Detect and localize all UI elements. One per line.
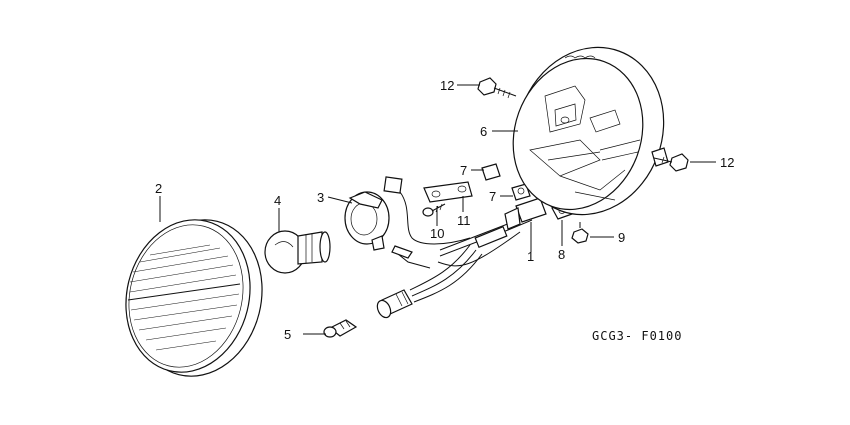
lens-pattern bbox=[127, 244, 241, 351]
headlight-case[interactable] bbox=[492, 27, 686, 236]
callout-4: 4 bbox=[274, 193, 281, 208]
callout-6: 6 bbox=[480, 124, 487, 139]
socket-wire bbox=[383, 176, 471, 269]
headlight-lens-unit[interactable] bbox=[110, 206, 278, 390]
callout-7-upper: 7 bbox=[460, 163, 467, 178]
clip-lower[interactable] bbox=[511, 183, 531, 201]
bulb-socket[interactable] bbox=[344, 191, 390, 251]
callout-11: 11 bbox=[457, 213, 471, 228]
screw[interactable] bbox=[422, 203, 446, 217]
mounting-bracket[interactable] bbox=[423, 181, 473, 203]
callout-12-upper: 12 bbox=[440, 78, 454, 93]
bolt-upper[interactable] bbox=[477, 77, 517, 99]
clip-upper[interactable] bbox=[481, 163, 501, 181]
diagram-code: GCG3- F0100 bbox=[592, 329, 682, 343]
callout-9: 9 bbox=[618, 230, 625, 245]
wire-harness[interactable] bbox=[375, 197, 547, 320]
position-lamp-bulb[interactable] bbox=[323, 319, 358, 338]
nut[interactable] bbox=[571, 222, 589, 244]
callout-2: 2 bbox=[155, 181, 162, 196]
callout-12-right: 12 bbox=[720, 155, 734, 170]
headlight-bulb[interactable] bbox=[264, 230, 331, 274]
bolt-right[interactable] bbox=[653, 153, 689, 172]
callout-5: 5 bbox=[284, 327, 291, 342]
leader-lines bbox=[159, 84, 716, 335]
callout-1: 1 bbox=[527, 249, 534, 264]
callout-10: 10 bbox=[430, 226, 444, 241]
callout-8: 8 bbox=[558, 247, 565, 262]
callout-7-lower: 7 bbox=[489, 189, 496, 204]
callout-3: 3 bbox=[317, 190, 324, 205]
